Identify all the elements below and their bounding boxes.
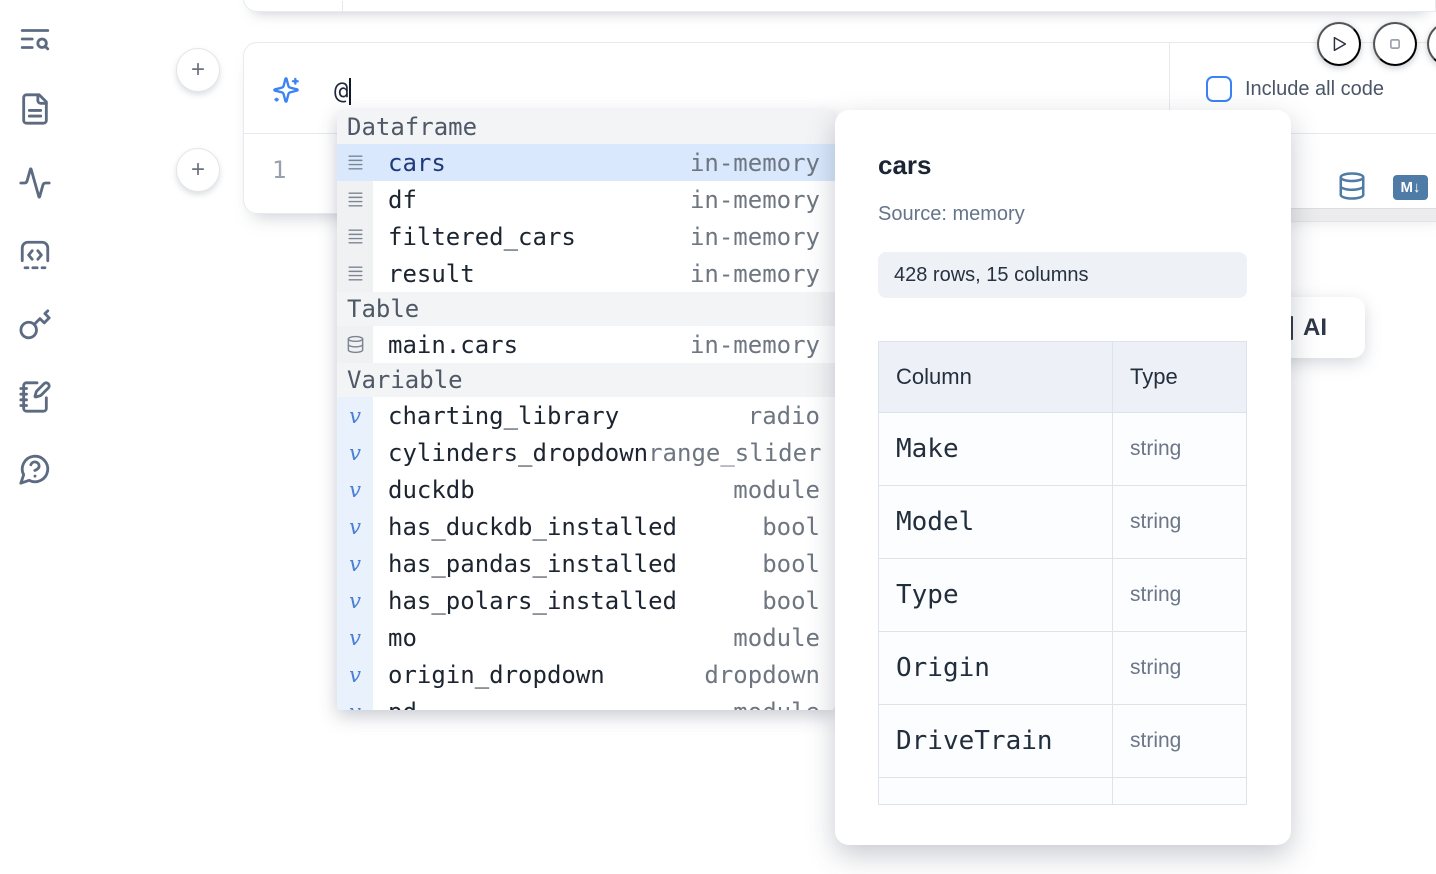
text-cursor: [349, 77, 352, 105]
ai-prompt-text: @: [334, 77, 349, 105]
autocomplete-item[interactable]: v cylinders_dropdown range_slider: [337, 434, 835, 471]
code-snippets-icon[interactable]: [18, 238, 52, 272]
dataframe-icon: [337, 218, 373, 255]
divider: [1169, 43, 1170, 133]
autocomplete-item[interactable]: cars in-memory: [337, 144, 835, 181]
table-row: DriveTrain string: [879, 704, 1246, 777]
autocomplete-item[interactable]: v duckdb module: [337, 471, 835, 508]
variable-icon: v: [337, 508, 373, 545]
preview-shape-badge: 428 rows, 15 columns: [878, 252, 1247, 298]
autocomplete-item[interactable]: v has_polars_installed bool: [337, 582, 835, 619]
include-all-code-label: Include all code: [1245, 77, 1384, 100]
table-row: Model string: [879, 485, 1246, 558]
table-of-contents-search-icon[interactable]: [18, 22, 52, 56]
help-chat-icon[interactable]: [18, 452, 52, 486]
include-all-code-checkbox[interactable]: [1206, 76, 1232, 102]
ai-button-label: AI: [1303, 313, 1327, 341]
preview-source: Source: memory: [878, 203, 1025, 225]
autocomplete-item[interactable]: v charting_library radio: [337, 397, 835, 434]
variable-icon: v: [337, 582, 373, 619]
autocomplete-section-table: Table: [337, 292, 835, 326]
variable-icon: v: [337, 471, 373, 508]
sparkles-icon: [272, 76, 300, 104]
autocomplete-dropdown: Dataframe cars in-memory df in-memory fi…: [337, 110, 835, 710]
variable-icon: v: [337, 434, 373, 471]
dataframe-icon: [337, 255, 373, 292]
stop-button[interactable]: [1373, 22, 1417, 66]
dataframe-icon: [337, 181, 373, 218]
autocomplete-item[interactable]: main.cars in-memory: [337, 326, 835, 363]
file-text-icon[interactable]: [18, 92, 52, 126]
table-database-icon: [337, 326, 373, 363]
notebook-pen-icon[interactable]: [18, 380, 52, 414]
variable-icon: v: [337, 397, 373, 434]
divider: [342, 1, 343, 12]
autocomplete-item[interactable]: v mo module: [337, 619, 835, 656]
type-header: Type: [1112, 342, 1246, 412]
variable-icon: v: [337, 656, 373, 693]
activity-icon[interactable]: [18, 166, 52, 200]
preview-schema-table: Column Type Make string Model string Typ…: [878, 341, 1247, 805]
preview-title: cars: [878, 150, 932, 180]
autocomplete-item[interactable]: result in-memory: [337, 255, 835, 292]
autocomplete-item[interactable]: v has_duckdb_installed bool: [337, 508, 835, 545]
database-icon[interactable]: [1337, 171, 1367, 201]
markdown-badge-icon[interactable]: M↓: [1393, 175, 1428, 200]
autocomplete-item[interactable]: v pd module: [337, 693, 835, 710]
autocomplete-item[interactable]: filtered_cars in-memory: [337, 218, 835, 255]
variable-icon: v: [337, 693, 373, 710]
table-row: Make string: [879, 412, 1246, 485]
variable-icon: v: [337, 545, 373, 582]
line-number: 1: [272, 156, 287, 184]
variable-icon: v: [337, 619, 373, 656]
add-cell-below-button[interactable]: +: [176, 148, 220, 192]
include-all-code-control: Include all code: [1206, 76, 1384, 102]
dataframe-preview-panel: cars Source: memory 428 rows, 15 columns…: [835, 110, 1291, 845]
autocomplete-item[interactable]: v origin_dropdown dropdown: [337, 656, 835, 693]
table-row: Type string: [879, 558, 1246, 631]
table-header-row: Column Type: [879, 342, 1246, 412]
autocomplete-section-dataframe: Dataframe: [337, 110, 835, 144]
ai-prompt-input[interactable]: @: [334, 77, 352, 105]
previous-cell-fragment: [243, 0, 1436, 12]
table-row: Origin string: [879, 631, 1246, 704]
run-cell-button[interactable]: [1317, 22, 1361, 66]
key-icon[interactable]: [18, 308, 52, 342]
add-cell-above-button[interactable]: +: [176, 48, 220, 92]
autocomplete-section-variable: Variable: [337, 363, 835, 397]
table-row-partial: [879, 777, 1246, 804]
column-header: Column: [896, 364, 972, 389]
autocomplete-item[interactable]: df in-memory: [337, 181, 835, 218]
autocomplete-item[interactable]: v has_pandas_installed bool: [337, 545, 835, 582]
dataframe-icon: [337, 144, 373, 181]
